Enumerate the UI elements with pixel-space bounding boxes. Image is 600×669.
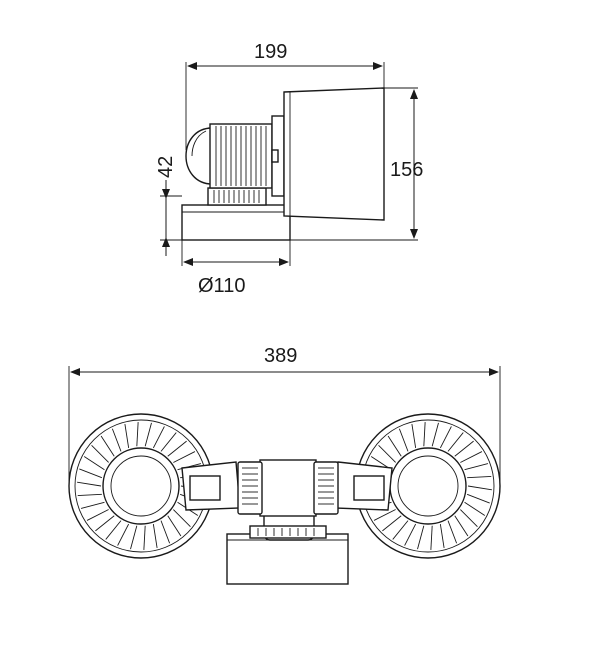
- heatsink-fin: [378, 445, 396, 463]
- heatsink-fin: [382, 515, 402, 532]
- heatsink-fin: [86, 509, 109, 521]
- heatsink-fin: [160, 432, 177, 452]
- heatsink-fin: [464, 463, 489, 471]
- heatsink-fin: [454, 515, 469, 537]
- top-base: [226, 533, 349, 585]
- top-left-head: [68, 413, 214, 559]
- dim-42-label: 42: [155, 156, 177, 178]
- heatsink-fin: [100, 435, 115, 457]
- heatsink-fin: [173, 509, 191, 527]
- dim-156-label: 156: [390, 159, 423, 181]
- heatsink-fin: [430, 525, 433, 550]
- side-dimensions: [160, 62, 418, 266]
- heatsink-fin: [467, 485, 492, 491]
- heatsink-fin: [398, 428, 409, 452]
- side-base: [181, 204, 291, 241]
- heatsink-fin: [392, 520, 409, 540]
- heatsink-fin: [460, 451, 483, 463]
- heatsink-fin: [173, 451, 196, 463]
- side-neck-ribs: [213, 190, 260, 203]
- heatsink-fin: [404, 523, 417, 546]
- heatsink-fin: [417, 525, 425, 550]
- heatsink-fin: [77, 481, 102, 487]
- dim-199-label: 199: [254, 41, 287, 63]
- heatsink-fin: [447, 520, 458, 544]
- heatsink-fin: [77, 493, 102, 496]
- heatsink-fin: [130, 525, 138, 550]
- heatsink-fin: [152, 426, 165, 449]
- heatsink-fin: [105, 520, 122, 540]
- heatsink-fin: [464, 501, 486, 516]
- top-view: [68, 413, 501, 585]
- heatsink-fin: [83, 456, 105, 471]
- heatsink-fin: [136, 422, 139, 447]
- heatsink-fin: [80, 501, 105, 509]
- side-dome: [185, 127, 213, 185]
- heatsink-fin: [95, 515, 115, 532]
- heatsink-fin: [411, 423, 417, 449]
- heatsink-fin: [143, 525, 146, 550]
- top-hub: [259, 459, 317, 517]
- heatsink-fin: [431, 422, 439, 447]
- heatsink-fin: [117, 523, 130, 546]
- heatsink-fin: [447, 432, 464, 452]
- heatsink-fin: [373, 509, 396, 521]
- heatsink-fin: [91, 445, 109, 463]
- side-view: [181, 87, 385, 241]
- heatsink-fin: [460, 509, 478, 527]
- heatsink-fin: [124, 423, 130, 449]
- heatsink-fin: [466, 493, 490, 504]
- side-heatsink-fins: [215, 126, 267, 186]
- top-dimensions: [68, 366, 501, 486]
- side-shade: [283, 87, 385, 221]
- heatsink-fin: [167, 515, 182, 537]
- heatsink-fin: [111, 428, 122, 452]
- heatsink-fin: [423, 422, 426, 447]
- heatsink-fin: [467, 476, 492, 479]
- heatsink-fin: [439, 523, 445, 549]
- heatsink-fin: [387, 435, 402, 457]
- dim-389-label: 389: [264, 345, 297, 367]
- heatsink-fin: [167, 440, 187, 457]
- side-neck: [207, 187, 267, 206]
- heatsink-fin: [454, 440, 474, 457]
- heatsink-fin: [79, 468, 103, 479]
- heatsink-fin: [439, 426, 452, 449]
- heatsink-fin: [160, 520, 171, 544]
- heatsink-fin: [144, 422, 152, 447]
- dim-110-label: Ø110: [198, 275, 245, 297]
- heatsink-fin: [152, 523, 158, 549]
